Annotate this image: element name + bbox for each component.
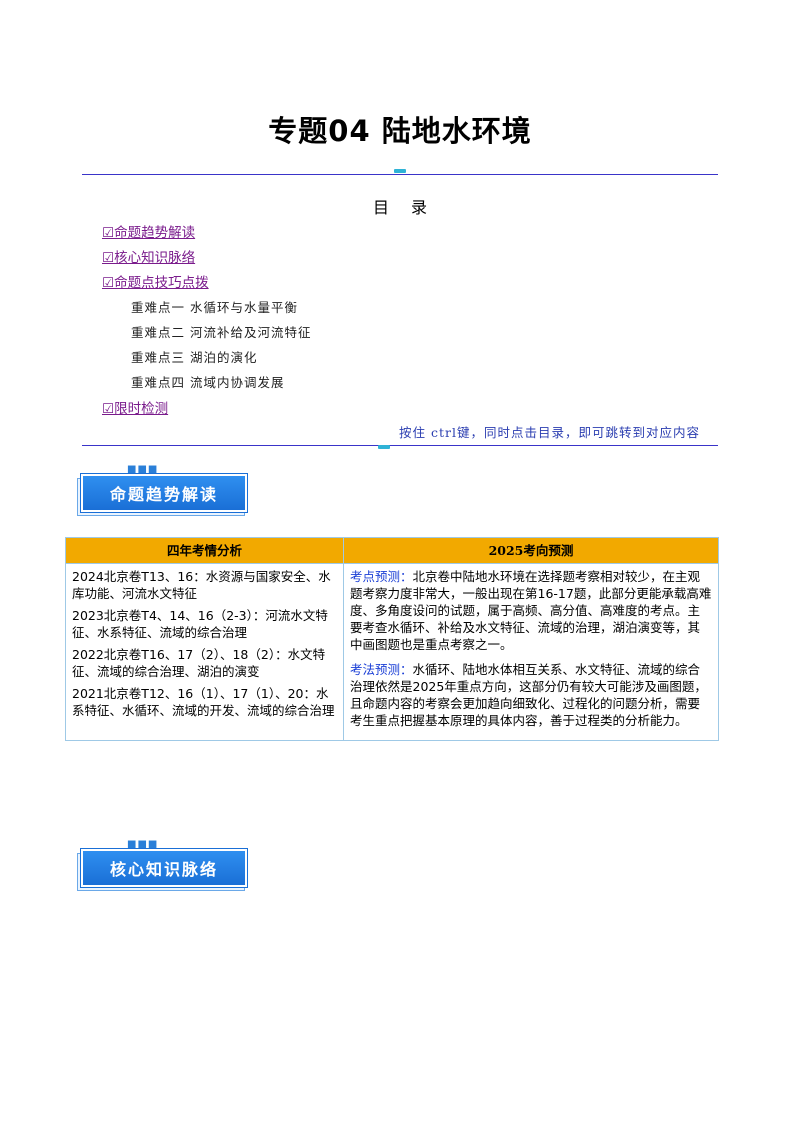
divider-marker (378, 445, 390, 449)
forecast-label: 考点预测： (350, 569, 413, 584)
section-label: 命题趋势解读 (81, 474, 247, 512)
toc-link-trend[interactable]: ☑命题趋势解读 (102, 225, 196, 241)
toc-sub-item[interactable]: 重难点一 水循环与水量平衡 (131, 300, 298, 315)
toc-link-test[interactable]: ☑限时检测 (102, 401, 169, 417)
toc-sub-item[interactable]: 重难点三 湖泊的演化 (131, 350, 258, 365)
toc-heading: 目录 (372, 198, 449, 217)
toc-link-core[interactable]: ☑核心知识脉络 (102, 250, 196, 266)
exam-analysis-table: 四年考情分析 2025考向预测 2024北京卷T13、16：水资源与国家安全、水… (65, 537, 719, 741)
toc-divider (82, 445, 718, 446)
title-divider (82, 174, 718, 175)
section-banner-trend: ■■■ 命题趋势解读 (77, 465, 247, 516)
exam-record: 2021北京卷T12、16（1）、17（1）、20：水系特征、水循环、流域的开发… (72, 686, 335, 718)
navigation-hint: 按住 ctrl键，同时点击目录，即可跳转到对应内容 (399, 425, 700, 440)
doc-title: 专题04 陆地水环境 (268, 114, 532, 148)
exam-record: 2023北京卷T4、14、16（2-3）：河流水文特征、水系特征、流域的综合治理 (72, 608, 328, 640)
section-banner-core: ■■■ 核心知识脉络 (77, 840, 247, 891)
analysis-cell: 2024北京卷T13、16：水资源与国家安全、水库功能、河流水文特征 2023北… (65, 563, 344, 741)
exam-record: 2022北京卷T16、17（2）、18（2）：水文特征、流域的综合治理、湖泊的演… (72, 647, 326, 679)
table-header: 四年考情分析 (65, 537, 344, 564)
divider-marker (394, 169, 406, 173)
toc-sub-item[interactable]: 重难点四 流域内协调发展 (131, 375, 285, 390)
toc-link-tips[interactable]: ☑命题点技巧点拨 (102, 275, 209, 291)
table-header: 2025考向预测 (343, 537, 719, 564)
exam-record: 2024北京卷T13、16：水资源与国家安全、水库功能、河流水文特征 (72, 569, 331, 601)
forecast-cell: 考点预测：北京卷中陆地水环境在选择题考察相对较少，在主观题考察力度非常大，一般出… (343, 563, 719, 741)
toc-sub-item[interactable]: 重难点二 河流补给及河流特征 (131, 325, 312, 340)
forecast-text: 水循环、陆地水体相互关系、水文特征、流域的综合治理依然是2025年重点方向，这部… (350, 662, 707, 728)
banner-dots-icon: ■■■ (127, 839, 159, 850)
forecast-text: 北京卷中陆地水环境在选择题考察相对较少，在主观题考察力度非常大，一般出现在第16… (350, 569, 712, 652)
forecast-label: 考法预测： (350, 662, 413, 677)
section-label: 核心知识脉络 (81, 849, 247, 887)
banner-dots-icon: ■■■ (127, 464, 159, 475)
